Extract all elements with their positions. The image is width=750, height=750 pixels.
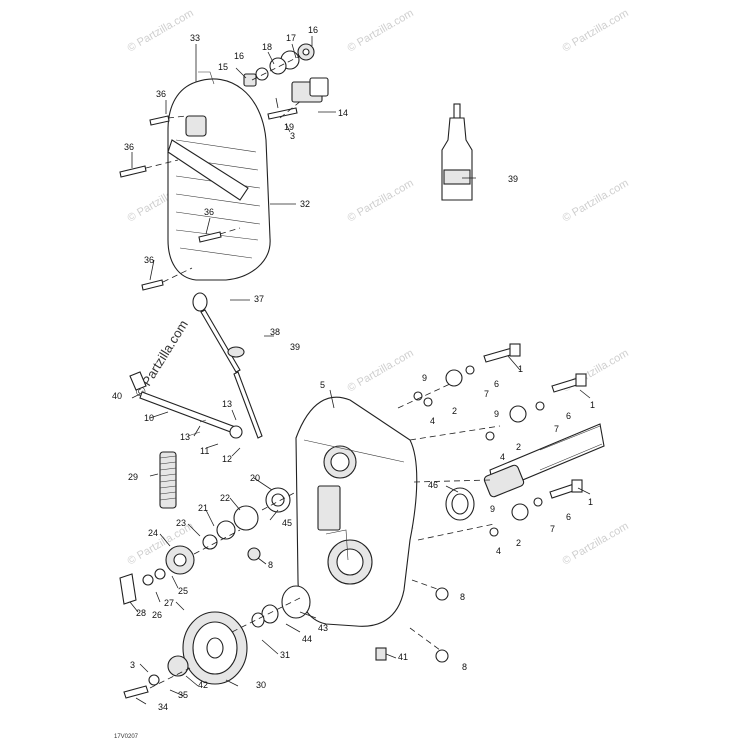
callout-labels: 33 16 17 18 16 15 14 19 3 36 36 36 36 32… (112, 25, 595, 712)
callout-8: 8 (460, 592, 465, 602)
watermark: © Partzilla.com (346, 347, 416, 394)
callout-20: 20 (250, 473, 260, 483)
tensioner-parts (243, 43, 329, 120)
callout-35: 35 (178, 690, 188, 700)
callout-18: 18 (262, 42, 272, 52)
callout-3: 3 (130, 660, 135, 670)
chaincase-cover (167, 71, 271, 281)
callout-2: 2 (516, 442, 521, 452)
callout-16: 16 (308, 25, 318, 35)
callout-3: 3 (290, 131, 295, 141)
callout-13: 13 (222, 399, 232, 409)
watermark: © Partzilla.com (561, 347, 631, 394)
cover-bolts (119, 115, 241, 291)
oil-bottle (441, 103, 473, 201)
callout-4: 4 (496, 546, 501, 556)
callout-41: 41 (398, 652, 408, 662)
callout-36: 36 (156, 89, 166, 99)
watermark: © Partzilla.com (346, 7, 416, 54)
dipstick (192, 292, 263, 439)
callout-2: 2 (452, 406, 457, 416)
callout-43: 43 (318, 623, 328, 633)
callout-31: 31 (280, 650, 290, 660)
callout-34: 34 (158, 702, 168, 712)
lower-left-parts (119, 487, 297, 605)
callout-32: 32 (300, 199, 310, 209)
callout-45: 45 (282, 518, 292, 528)
callout-46: 46 (428, 480, 438, 490)
lever-assembly (129, 371, 243, 439)
callout-40: 40 (112, 391, 122, 401)
watermark: © Partzilla.com (561, 7, 631, 54)
watermark: © Partzilla.com (346, 177, 416, 224)
callout-7: 7 (484, 389, 489, 399)
callout-12: 12 (222, 454, 232, 464)
callout-25: 25 (178, 586, 188, 596)
spring (159, 451, 177, 509)
drawing-code: 17V0207 (114, 734, 139, 740)
callout-36: 36 (204, 207, 214, 217)
callout-9: 9 (490, 504, 495, 514)
callout-11: 11 (200, 446, 209, 456)
watermark: © Partzilla.com (126, 7, 196, 54)
callout-8: 8 (462, 662, 467, 672)
callout-36: 36 (124, 142, 134, 152)
callout-39: 39 (508, 174, 518, 184)
callout-4: 4 (500, 452, 505, 462)
callout-2: 2 (516, 538, 521, 548)
watermark: © Partzilla.com (561, 177, 631, 224)
drive-shaft (445, 423, 605, 521)
callout-5: 5 (320, 380, 325, 390)
callout-30: 30 (256, 680, 266, 690)
lower-sprocket (123, 585, 387, 699)
callout-7: 7 (554, 424, 559, 434)
callout-28: 28 (136, 608, 146, 618)
callout-1: 1 (518, 364, 523, 374)
chaincase-housing (295, 396, 418, 627)
callout-33: 33 (190, 33, 200, 43)
callout-6: 6 (566, 512, 571, 522)
callout-10: 10 (144, 413, 154, 423)
right-bolts (397, 343, 587, 663)
watermark: © Partzilla.com (561, 520, 631, 567)
callout-6: 6 (494, 379, 499, 389)
callout-9: 9 (422, 373, 427, 383)
callout-29: 29 (128, 472, 138, 482)
callout-21: 21 (198, 503, 208, 513)
callout-26: 26 (152, 610, 162, 620)
callout-36: 36 (144, 255, 154, 265)
callout-22: 22 (220, 493, 230, 503)
callout-39: 39 (290, 342, 300, 352)
callout-42: 42 (198, 680, 208, 690)
callout-17: 17 (286, 33, 296, 43)
callout-24: 24 (148, 528, 158, 538)
callout-16: 16 (234, 51, 244, 61)
callout-13: 13 (180, 432, 190, 442)
callout-6: 6 (566, 411, 571, 421)
callout-14: 14 (338, 108, 348, 118)
callout-23: 23 (176, 518, 186, 528)
callout-15: 15 (218, 62, 228, 72)
callout-9: 9 (494, 409, 499, 419)
callout-19: 19 (284, 122, 294, 132)
callout-44: 44 (302, 634, 312, 644)
callout-4: 4 (430, 416, 435, 426)
callout-27: 27 (164, 598, 174, 608)
callout-1: 1 (588, 497, 593, 507)
callout-37: 37 (254, 294, 264, 304)
callout-7: 7 (550, 524, 555, 534)
callout-1: 1 (590, 400, 595, 410)
callout-8: 8 (268, 560, 273, 570)
callout-38: 38 (270, 327, 280, 337)
leader-lines (129, 36, 591, 705)
